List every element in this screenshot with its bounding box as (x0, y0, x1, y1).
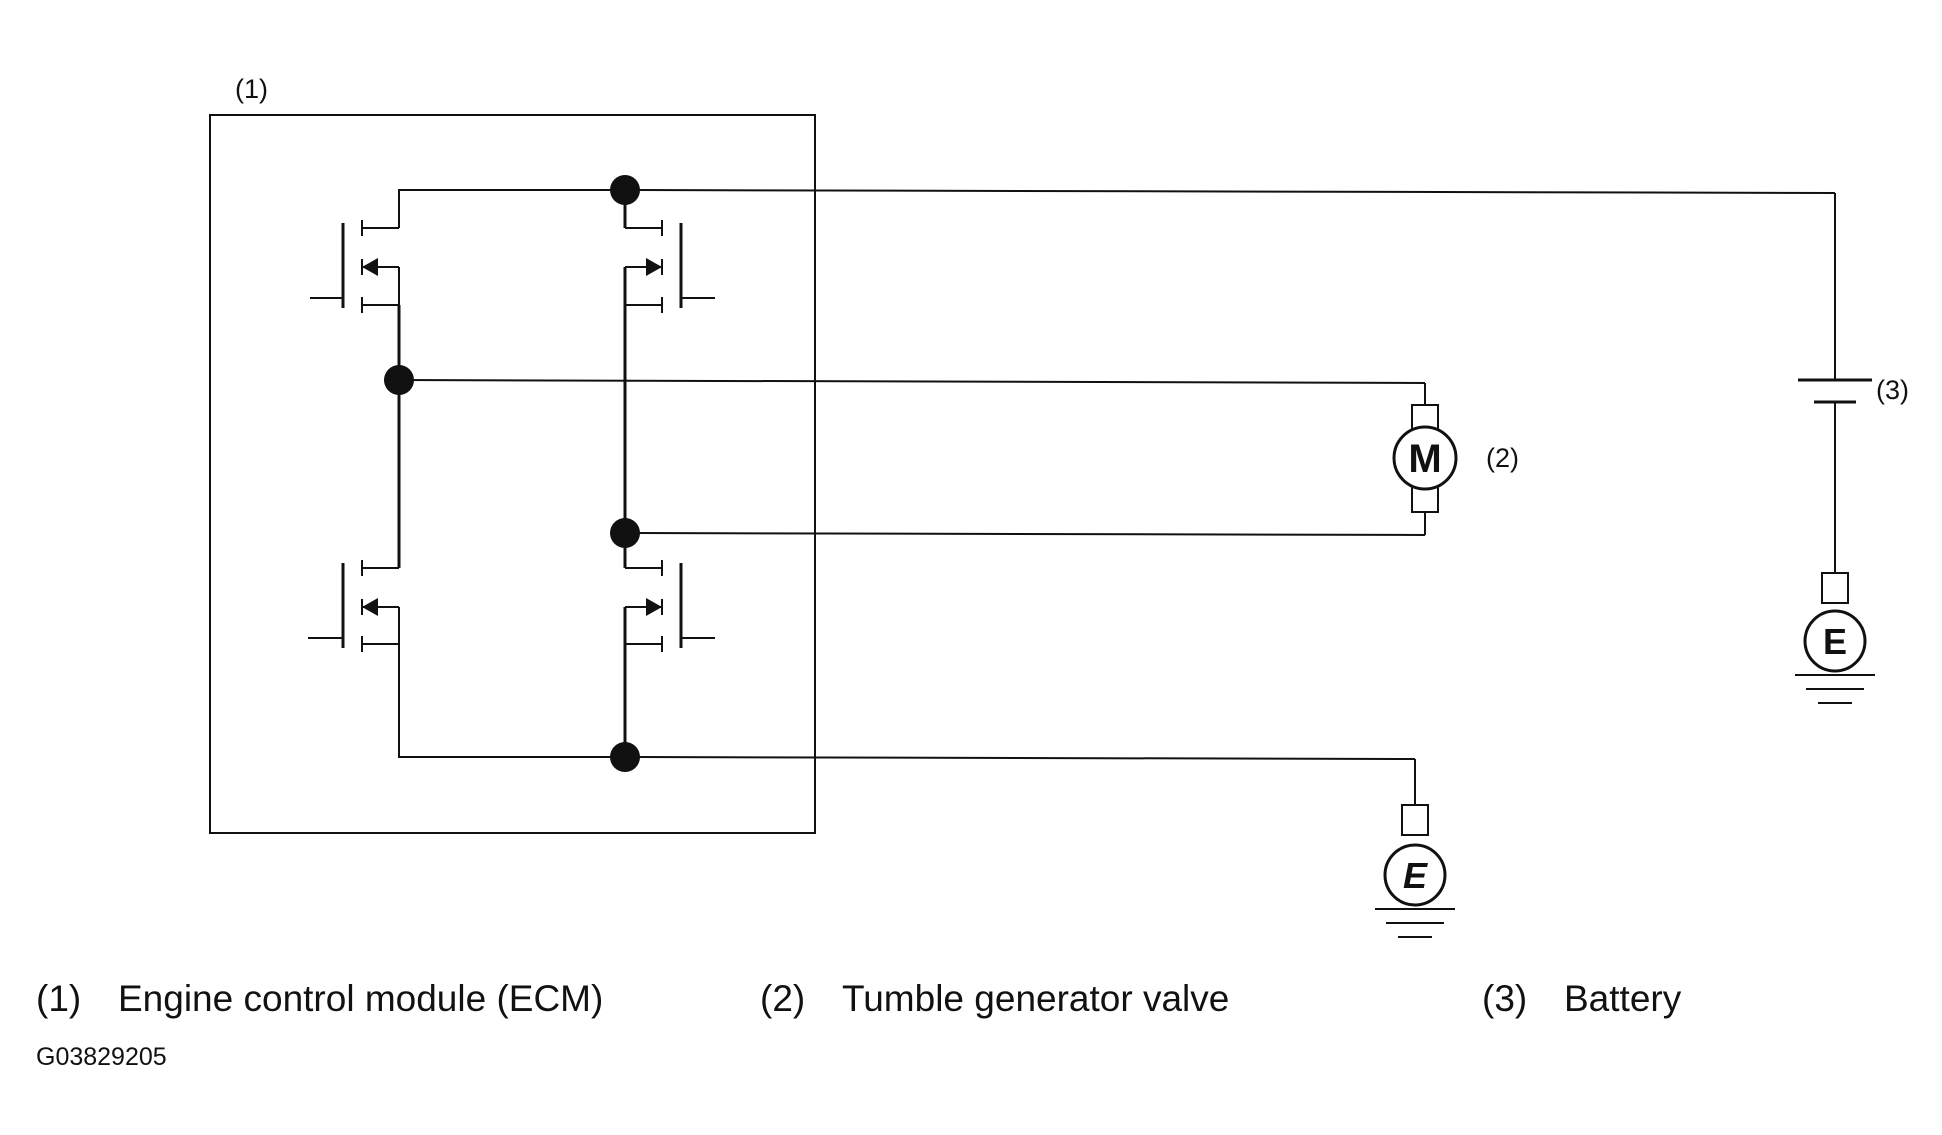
legend-text: Battery (1564, 978, 1682, 1019)
legend-number: (2) (760, 978, 806, 1019)
legend-item-battery: (3) Battery (1482, 978, 1681, 1020)
motor-label: (2) (1486, 443, 1519, 473)
ecm-label: (1) (235, 74, 268, 104)
junction-dot (610, 175, 640, 205)
legend-item-tgv: (2) Tumble generator valve (760, 978, 1229, 1020)
junction-dot (384, 365, 414, 395)
legend-number: (3) (1482, 978, 1528, 1019)
motor-letter: M (1408, 437, 1441, 481)
battery-symbol (1798, 378, 1872, 573)
legend-item-ecm: (1) Engine control module (ECM) (36, 978, 603, 1020)
legend-number: (1) (36, 978, 82, 1019)
junction-dot (610, 742, 640, 772)
legend-text: Tumble generator valve (842, 978, 1230, 1019)
battery-label: (3) (1876, 375, 1909, 405)
junction-dot (610, 518, 640, 548)
ecm-box (209, 114, 816, 834)
legend-text: Engine control module (ECM) (118, 978, 604, 1019)
mosfet-lower-right (623, 560, 715, 652)
ground-letter: E (1823, 621, 1847, 662)
h-bridge-wiring (397, 189, 1836, 805)
ground-symbol-battery: E (1795, 572, 1875, 704)
ground-symbol-ecm: E (1375, 804, 1455, 938)
ground-letter: E (1403, 855, 1428, 896)
mosfet-upper-right (623, 220, 715, 313)
mosfet-lower-left (308, 560, 400, 652)
motor-symbol: M (1392, 404, 1458, 513)
mosfet-upper-left (310, 220, 400, 313)
figure-code: G03829205 (36, 1043, 167, 1071)
